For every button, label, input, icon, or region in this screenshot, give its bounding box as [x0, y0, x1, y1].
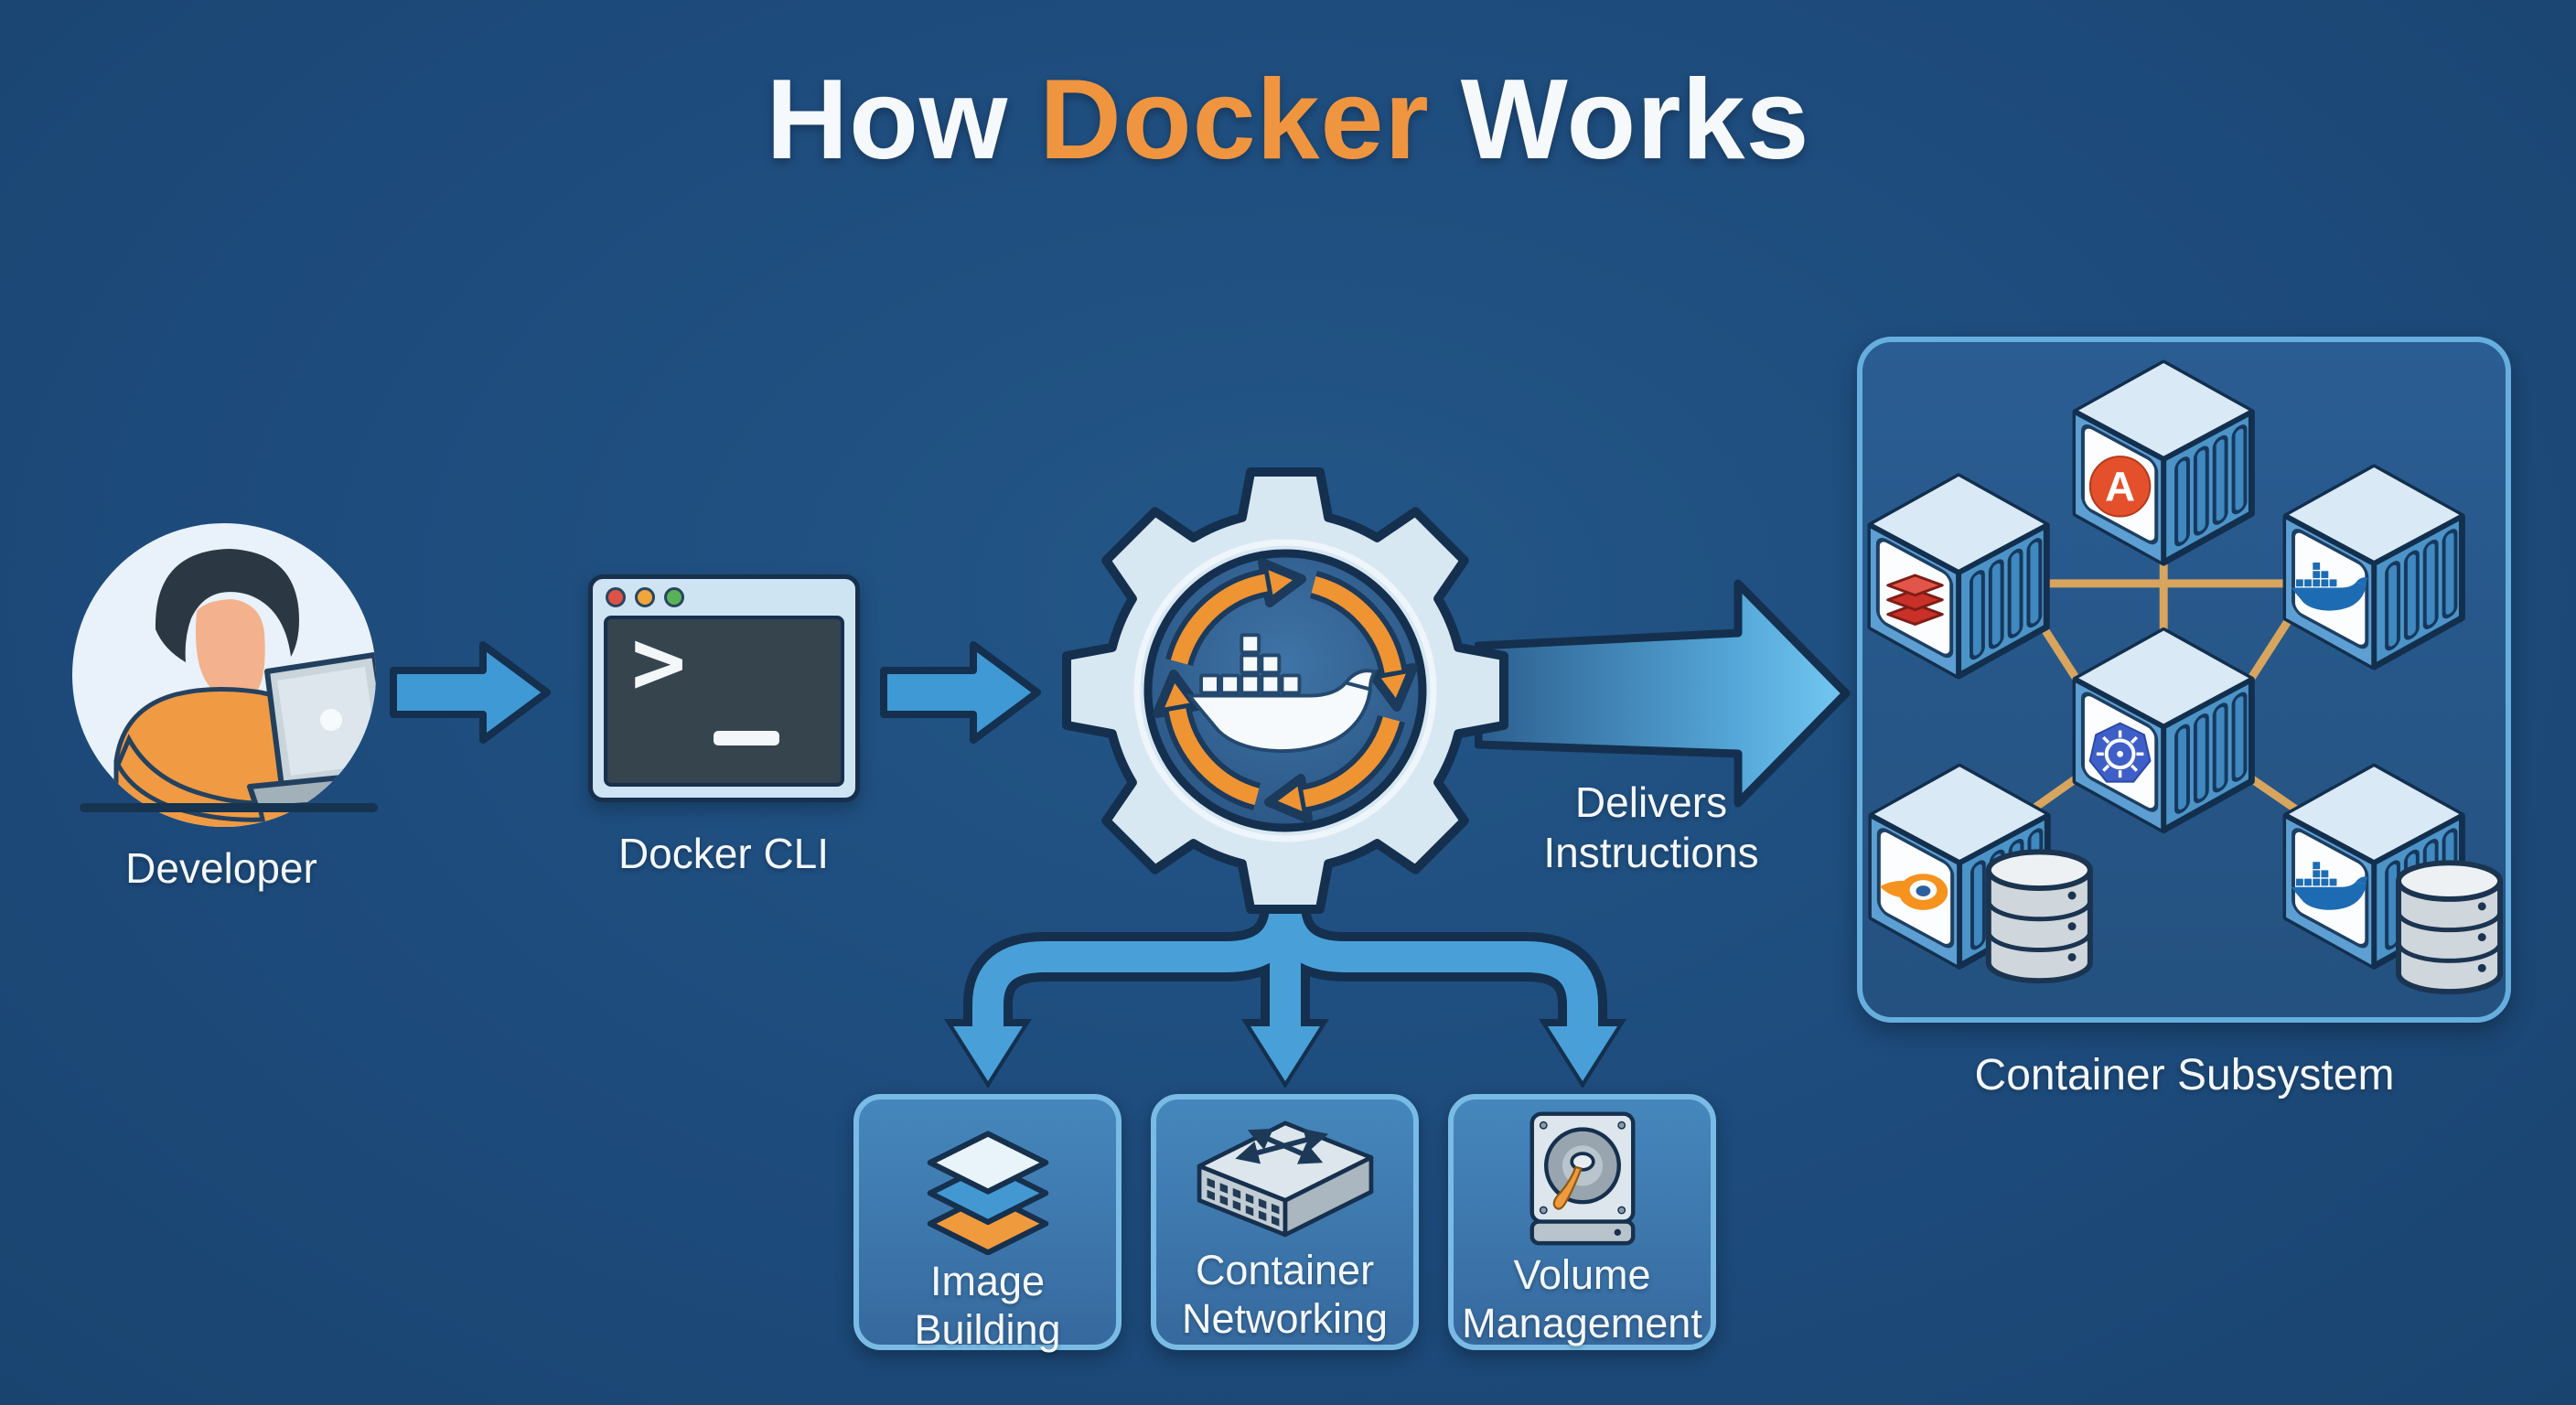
card-label-line1: Container — [1195, 1247, 1375, 1293]
terminal-minimize-dot-icon — [635, 587, 655, 607]
delivers-line1: Delivers — [1574, 778, 1728, 826]
kubernetes-logo-icon — [2088, 722, 2152, 783]
container-subsystem-diagram: A — [1862, 342, 2506, 1017]
developer-illustration-icon — [72, 523, 378, 827]
terminal-maximize-dot-icon — [664, 587, 684, 607]
card-volume-management: Volume Management — [1448, 1094, 1716, 1350]
title-word-docker: Docker — [1039, 57, 1430, 183]
card-label-line2: Management — [1462, 1300, 1702, 1346]
ansible-logo-icon: A — [2088, 456, 2152, 518]
laptop-logo-dot — [320, 709, 342, 731]
docker-cli-label: Docker CLI — [617, 830, 830, 877]
delivers-instructions-arrow-icon — [1475, 579, 1851, 808]
card-image-building: Image Building — [853, 1094, 1122, 1353]
layers-icon — [927, 1131, 1048, 1255]
title-word-how: How — [766, 57, 1009, 183]
card-label-line1: Image — [929, 1258, 1046, 1304]
container-subsystem-box: A — [1857, 337, 2511, 1023]
container-cube-docker-top — [2286, 467, 2462, 667]
desk-line — [80, 803, 378, 812]
terminal-cursor-icon — [714, 731, 779, 745]
volume-cylinder-right-icon — [2399, 863, 2500, 992]
developer-face — [195, 599, 265, 700]
delivers-line2: Instructions — [1543, 829, 1759, 876]
cycle-arrows-icon — [1153, 558, 1418, 823]
redis-logo-icon — [1886, 574, 1944, 627]
title-word-works: Works — [1460, 57, 1810, 183]
card-label-line2: Networking — [1181, 1295, 1389, 1342]
container-cube-ansible: A — [2076, 363, 2251, 563]
arrow-developer-to-cli-icon — [390, 641, 551, 744]
blender-logo-icon — [1879, 874, 1948, 910]
gear-white-ring — [1133, 539, 1437, 842]
container-subsystem-label: Container Subsystem — [1974, 1051, 2395, 1099]
ansible-letter: A — [2105, 464, 2135, 510]
volume-cylinder-left-icon — [1989, 852, 2090, 981]
arrow-cli-to-engine-icon — [880, 641, 1041, 744]
developer-label: Developer — [125, 844, 317, 892]
docker-cli-terminal: > — [588, 574, 860, 802]
container-cube-redis — [1871, 477, 2046, 676]
hard-drive-icon — [1530, 1111, 1635, 1246]
container-cube-blender — [1872, 767, 2047, 966]
card-container-networking: Container Networking — [1151, 1094, 1419, 1350]
page-title: How Docker Works — [0, 55, 2576, 185]
docker-engine-gear-icon — [1062, 467, 1508, 914]
developer-hair — [155, 549, 299, 662]
container-cube-kubernetes — [2076, 630, 2251, 830]
terminal-close-dot-icon — [606, 587, 626, 607]
card-label-line1: Volume — [1513, 1251, 1651, 1298]
terminal-screen: > — [604, 616, 844, 787]
terminal-prompt: > — [631, 616, 687, 715]
card-label-line2: Building — [914, 1306, 1061, 1353]
network-switch-icon — [1197, 1121, 1373, 1238]
delivers-instructions-label: Delivers Instructions — [1509, 778, 1793, 878]
